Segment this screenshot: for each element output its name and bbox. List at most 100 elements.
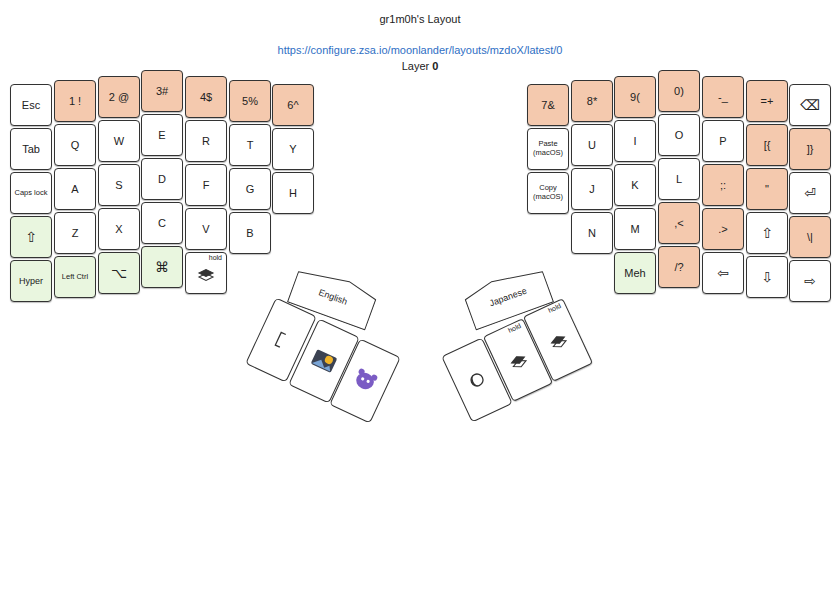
hold-label: hold <box>209 254 222 261</box>
keycap: hold <box>185 252 227 294</box>
key-label: ⌫ <box>800 97 820 113</box>
keycap: S <box>98 164 140 206</box>
key-label: ,< <box>674 217 683 230</box>
key-label: W <box>114 135 124 148</box>
keycap: K <box>614 164 656 206</box>
keycap: Copy (macOS) <box>527 172 569 214</box>
keycap: G <box>229 168 271 210</box>
keycap: \| <box>789 216 831 258</box>
keycap: 9( <box>614 76 656 118</box>
key-label: O <box>675 129 684 142</box>
key-label: ⌘ <box>155 259 169 275</box>
keycap: O <box>658 114 700 156</box>
key-label: G <box>246 183 255 196</box>
keycap: /? <box>658 246 700 288</box>
key-label: Esc <box>22 99 40 112</box>
hold-label: hold <box>547 302 562 314</box>
key-label: V <box>202 223 209 236</box>
keycap: 1 ! <box>54 80 96 122</box>
keycap: N <box>571 212 613 254</box>
key-label: .> <box>718 223 727 236</box>
key-label: ]} <box>807 143 814 156</box>
keycap: ]} <box>789 128 831 170</box>
layout-url: https://configure.zsa.io/moonlander/layo… <box>0 44 840 56</box>
key-label: Y <box>289 143 296 156</box>
key-label: ⇧ <box>761 225 773 241</box>
key-label: Q <box>71 139 80 152</box>
keycap: 3# <box>141 70 183 112</box>
key-label: R <box>202 135 210 148</box>
key-label: ⌥ <box>111 265 127 281</box>
keycap: ⌫ <box>789 84 831 126</box>
key-label: [{ <box>764 139 771 152</box>
key-label: D <box>158 173 166 186</box>
keycap: C <box>141 202 183 244</box>
key-label: 2 @ <box>109 91 129 104</box>
key-label: ⇧ <box>25 229 37 245</box>
keycap: English <box>286 263 379 331</box>
title: gr1m0h's Layout <box>0 13 840 25</box>
key-label: Japanese <box>488 285 528 308</box>
key-label: ⇦ <box>717 265 729 281</box>
keycap: Meh <box>614 252 656 294</box>
key-label: 9( <box>630 91 640 104</box>
monster-key <box>330 339 400 423</box>
key-label: B <box>246 227 253 240</box>
keycap: -_ <box>702 76 744 118</box>
keycap: ⌥ <box>98 252 140 294</box>
keycap: ⏎ <box>789 172 831 214</box>
keycap: ⇦ <box>702 252 744 294</box>
hold-label: hold <box>507 322 522 334</box>
key-label: H <box>289 187 297 200</box>
keycap: Tab <box>10 128 52 170</box>
keycap: X <box>98 208 140 250</box>
keycap: B <box>229 212 271 254</box>
key-label: Tab <box>22 143 40 156</box>
key-label: " <box>765 183 769 196</box>
keycap: " <box>746 168 788 210</box>
keycap: F <box>185 164 227 206</box>
key-label: C <box>158 217 166 230</box>
key-label: Copy (macOS) <box>529 184 567 201</box>
keycap: ;: <box>702 164 744 206</box>
key-label: 8* <box>587 95 597 108</box>
keycap: 5% <box>229 80 271 122</box>
keycap: Y <box>272 128 314 170</box>
keycap: ,< <box>658 202 700 244</box>
key-label: 5% <box>242 95 258 108</box>
key-label: K <box>631 179 638 192</box>
key-label: \| <box>807 231 813 244</box>
key-label: A <box>71 183 78 196</box>
key-label: X <box>115 223 122 236</box>
keycap: 8* <box>571 80 613 122</box>
key-label: T <box>247 139 254 152</box>
key-label: /? <box>674 261 683 274</box>
key-label: =+ <box>761 95 774 108</box>
keycap: 6^ <box>272 84 314 126</box>
key-label: Paste (macOS) <box>529 140 567 157</box>
keycap: H <box>272 172 314 214</box>
keycap: Paste (macOS) <box>527 128 569 170</box>
key-label: -_ <box>718 91 728 104</box>
keycap: Caps lock <box>10 172 52 214</box>
keycap: ⇨ <box>789 260 831 302</box>
key-label: English <box>317 287 348 307</box>
keycap: A <box>54 168 96 210</box>
keycap: =+ <box>746 80 788 122</box>
layer-word: Layer <box>402 60 430 72</box>
keycap: Hyper <box>10 260 52 302</box>
key-label: P <box>719 135 726 148</box>
keycap: J <box>571 168 613 210</box>
keycap: T <box>229 124 271 166</box>
keycap: U <box>571 124 613 166</box>
keycap: ⇩ <box>746 256 788 298</box>
keycap: Left Ctrl <box>54 256 96 298</box>
keycap: Z <box>54 212 96 254</box>
key-label: 4$ <box>200 91 212 104</box>
keycap: 2 @ <box>98 76 140 118</box>
keycap: [{ <box>746 124 788 166</box>
keycap: D <box>141 158 183 200</box>
key-label: ⇩ <box>761 269 773 285</box>
key-label: 6^ <box>287 99 298 112</box>
keycap: 4$ <box>185 76 227 118</box>
